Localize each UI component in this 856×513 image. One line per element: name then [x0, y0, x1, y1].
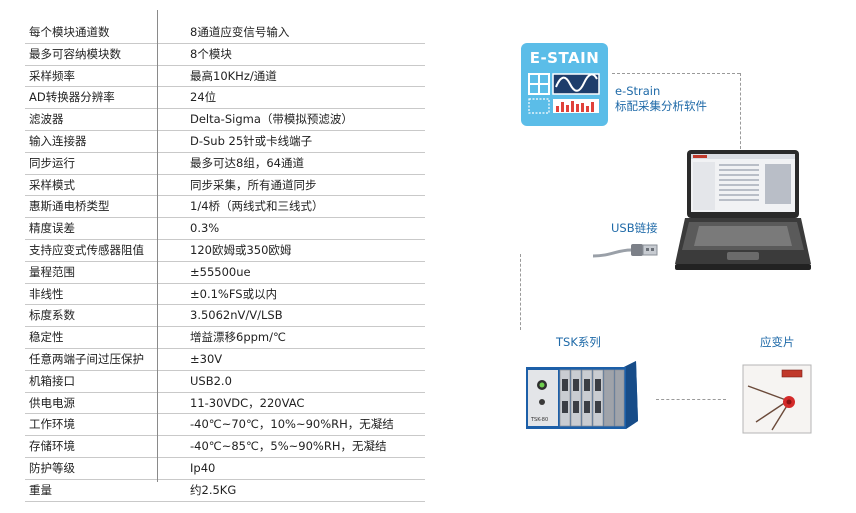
connector-logo-right: [612, 73, 740, 74]
strain-gauge-label: 应变片: [760, 335, 795, 349]
table-row: 每个模块通道数 8通道应变信号输入: [25, 22, 425, 44]
spec-key: AD转换器分辨率: [29, 90, 115, 105]
table-row: 最多可容纳模块数 8个模块: [25, 44, 425, 66]
table-row: 供电电源 11-30VDC，220VAC: [25, 393, 425, 415]
spec-value: 最高10KHz/通道: [190, 68, 277, 83]
spec-key: 精度误差: [29, 221, 75, 236]
connector-device-gauge: [656, 399, 726, 400]
spec-key: 工作环境: [29, 417, 75, 432]
spec-key: 支持应变式传感器阻值: [29, 242, 144, 257]
table-row: 同步运行 最多可达8组，64通道: [25, 153, 425, 175]
table-row: 稳定性 增益漂移6ppm/℃: [25, 327, 425, 349]
spec-value: 0.3%: [190, 221, 220, 236]
spec-key: 防护等级: [29, 460, 75, 475]
spec-key: 非线性: [29, 286, 64, 301]
table-row: 防护等级 Ip40: [25, 458, 425, 480]
table-row: 存储环境 -40℃~85℃，5%~90%RH，无凝结: [25, 436, 425, 458]
estrain-logo-text: E-STAIN: [529, 49, 600, 67]
spec-key: 滤波器: [29, 112, 64, 127]
table-row: 采样模式 同步采集，所有通道同步: [25, 175, 425, 197]
connector-to-laptop: [740, 73, 741, 149]
table-row: 量程范围 ±55500ue: [25, 262, 425, 284]
spec-key: 量程范围: [29, 264, 75, 279]
spec-value: 24位: [190, 90, 217, 105]
spec-value: Delta-Sigma（带模拟预滤波）: [190, 112, 353, 127]
table-row: 非线性 ±0.1%FS或以内: [25, 284, 425, 306]
spec-key: 重量: [29, 482, 52, 497]
spec-value: ±55500ue: [190, 264, 251, 279]
spec-value: 11-30VDC，220VAC: [190, 395, 305, 410]
spec-key: 采样模式: [29, 177, 75, 192]
spec-key: 最多可容纳模块数: [29, 46, 121, 61]
spec-value: -40℃~85℃，5%~90%RH，无凝结: [190, 439, 387, 454]
spec-value: 120欧姆或350欧姆: [190, 242, 292, 257]
spec-key: 惠斯通电桥类型: [29, 199, 110, 214]
spec-key: 任意两端子间过压保护: [29, 351, 144, 366]
spec-value: Ip40: [190, 460, 216, 475]
strain-gauge-icon: [742, 364, 812, 434]
tsk-series-label: TSK系列: [556, 335, 601, 349]
table-row: 输入连接器 D-Sub 25针或卡线端子: [25, 131, 425, 153]
spec-key: 每个模块通道数: [29, 25, 110, 39]
tsk-device-icon: TSK-80: [526, 361, 638, 429]
table-column-divider: [157, 10, 158, 482]
spec-key: 稳定性: [29, 330, 64, 345]
spec-key: 输入连接器: [29, 133, 87, 148]
table-row: 任意两端子间过压保护 ±30V: [25, 349, 425, 371]
spec-value: D-Sub 25针或卡线端子: [190, 133, 313, 148]
table-row: 惠斯通电桥类型 1/4桥（两线式和三线式）: [25, 196, 425, 219]
connector-usb-down: [520, 254, 521, 330]
device-model-text: TSK-80: [530, 417, 548, 423]
software-desc: 标配采集分析软件: [615, 99, 707, 113]
spec-value: 1/4桥（两线式和三线式）: [190, 199, 324, 214]
spec-value: 增益漂移6ppm/℃: [190, 330, 286, 345]
spec-value: 最多可达8组，64通道: [190, 155, 304, 170]
estrain-logo: E-STAIN: [521, 43, 608, 126]
spec-key: 机箱接口: [29, 373, 75, 388]
table-row: 机箱接口 USB2.0: [25, 371, 425, 393]
table-row: 采样频率 最高10KHz/通道: [25, 66, 425, 88]
spec-value: USB2.0: [190, 373, 232, 388]
spec-value: 3.5062nV/V/LSB: [190, 308, 283, 323]
spec-value: 同步采集，所有通道同步: [190, 177, 317, 192]
software-name: e-Strain: [615, 84, 661, 98]
spec-value: 约2.5KG: [190, 482, 237, 497]
table-row: 精度误差 0.3%: [25, 218, 425, 240]
table-row: 滤波器 Delta-Sigma（带模拟预滤波）: [25, 109, 425, 131]
spec-key: 存储环境: [29, 439, 75, 454]
laptop-icon: [675, 150, 811, 270]
usb-cable-icon: [593, 244, 658, 258]
spec-key: 采样频率: [29, 68, 75, 83]
spec-key: 标度系数: [29, 308, 75, 323]
spec-value: 8通道应变信号输入: [190, 25, 290, 39]
spec-value: ±0.1%FS或以内: [190, 286, 278, 301]
spec-table: 每个模块通道数 8通道应变信号输入最多可容纳模块数 8个模块采样频率 最高10KHz/…: [25, 22, 425, 502]
spec-key: 同步运行: [29, 155, 75, 170]
table-row: 标度系数 3.5062nV/V/LSB: [25, 305, 425, 328]
spec-value: ±30V: [190, 351, 223, 366]
logo-graphic-icon: [528, 73, 600, 114]
table-row: 支持应变式传感器阻值 120欧姆或350欧姆: [25, 240, 425, 262]
spec-value: -40℃~70℃，10%~90%RH，无凝结: [190, 417, 394, 432]
table-row: 重量 约2.5KG: [25, 480, 425, 502]
spec-key: 供电电源: [29, 395, 75, 410]
table-row: 工作环境 -40℃~70℃，10%~90%RH，无凝结: [25, 414, 425, 437]
table-row: AD转换器分辨率 24位: [25, 87, 425, 110]
usb-link-label: USB链接: [611, 221, 658, 235]
spec-value: 8个模块: [190, 46, 232, 61]
